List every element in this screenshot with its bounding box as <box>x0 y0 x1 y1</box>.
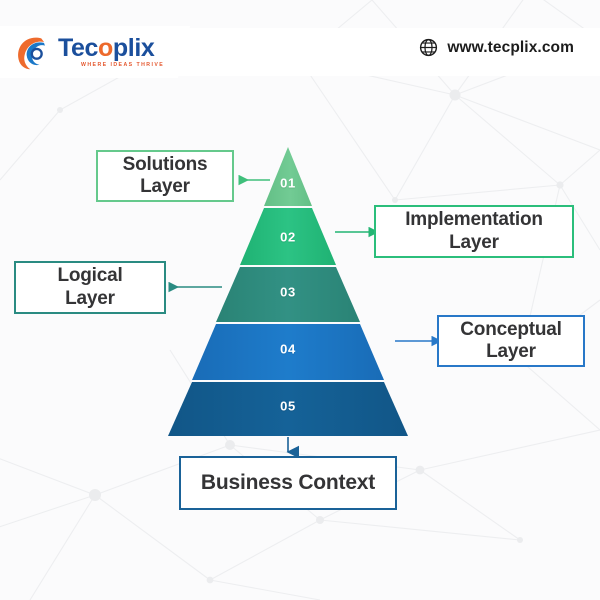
logo-word-part1: Tec <box>58 33 99 62</box>
logo-wordmark: Tecoplix <box>58 33 164 62</box>
pyramid-segment-03[interactable] <box>216 267 360 322</box>
pyramid-segment-02[interactable] <box>240 208 336 265</box>
logo-word-accent: o <box>98 33 113 62</box>
segment-number-03: 03 <box>280 284 296 300</box>
label-business-context-text: Business Context <box>200 470 376 494</box>
segment-number-01: 01 <box>280 175 296 191</box>
logo-word-part2: plix <box>112 33 155 62</box>
label-box-business-context[interactable]: Business Context <box>179 456 397 510</box>
segment-number-02: 02 <box>280 229 296 245</box>
